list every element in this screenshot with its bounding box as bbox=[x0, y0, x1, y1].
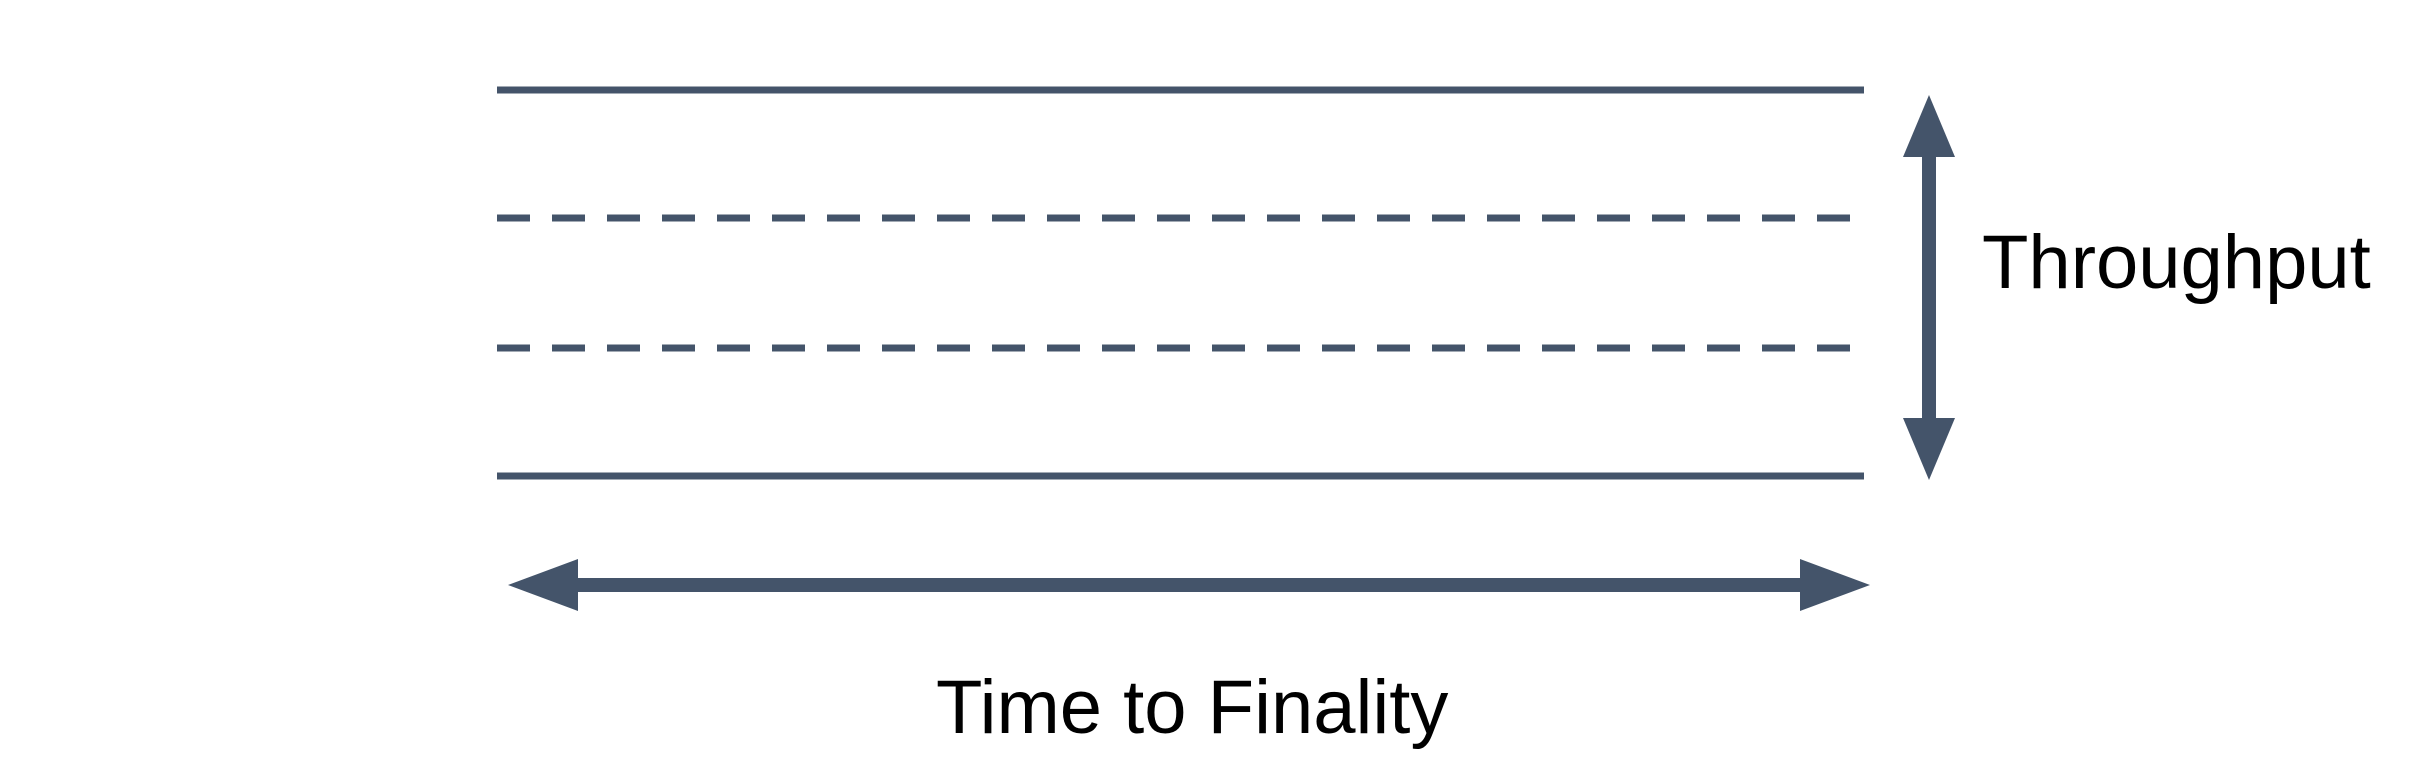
throughput-arrow bbox=[1903, 95, 1955, 480]
time-to-finality-arrow bbox=[508, 559, 1870, 611]
throughput-arrow-shaft bbox=[1922, 157, 1936, 418]
throughput-arrow-head-up bbox=[1903, 95, 1955, 157]
time-to-finality-axis-label: Time to Finality bbox=[936, 665, 1449, 750]
time-to-finality-arrow-shaft bbox=[578, 578, 1800, 592]
time-to-finality-arrow-head-right bbox=[1800, 559, 1870, 611]
lane-lines-group bbox=[497, 86, 1864, 480]
time-to-finality-arrow-head-left bbox=[508, 559, 578, 611]
throughput-arrow-head-down bbox=[1903, 418, 1955, 480]
throughput-axis-label: Throughput bbox=[1982, 220, 2371, 305]
